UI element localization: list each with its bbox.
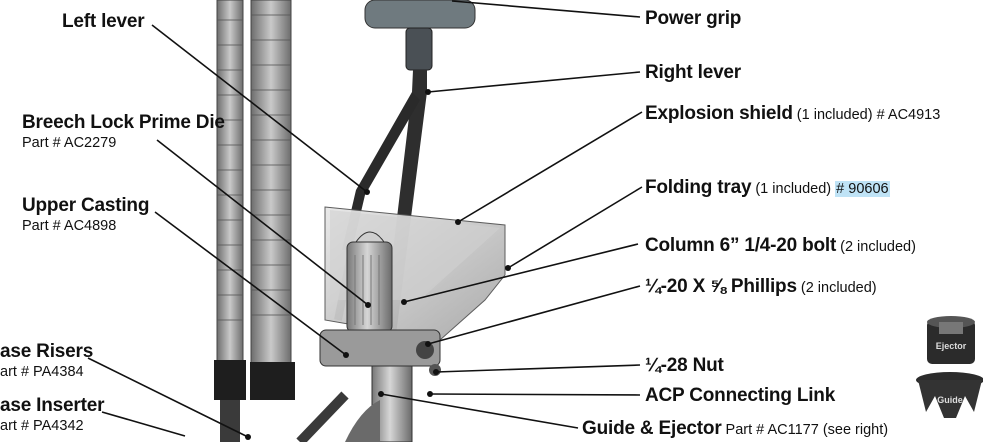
acp-link-title: ACP Connecting Link <box>645 385 836 406</box>
upper-casting-part: Part # AC4898 <box>22 218 117 234</box>
folding-tray-part: # 90606 <box>835 181 890 197</box>
case-feed-tubes <box>214 0 295 442</box>
folding-tray-title: Folding tray <box>645 177 752 198</box>
press-shaft <box>296 365 413 442</box>
case-risers-title: ase Risers <box>0 341 94 362</box>
label-nut: ¼-28 Nut <box>645 356 724 375</box>
upper-casting-title: Upper Casting <box>22 195 150 216</box>
label-folding-tray: Folding tray (1 included) # 90606 <box>645 178 890 197</box>
label-upper-casting: Upper Casting Part # AC4898 <box>22 196 149 234</box>
case-risers-part: art # PA4384 <box>0 364 84 380</box>
ejector-label: Ejector <box>936 341 967 351</box>
guide-icon: Guide <box>916 372 983 418</box>
leader-dots <box>245 89 511 440</box>
label-power-grip: Power grip <box>645 9 741 28</box>
power-grip <box>364 0 476 71</box>
label-phillips: ¼-20 X ⅝ Phillips (2 included) <box>645 277 877 296</box>
power-grip-title: Power grip <box>645 8 742 29</box>
column-bolt-title: Column 6” 1/4-20 bolt <box>645 235 837 256</box>
label-column-bolt: Column 6” 1/4-20 bolt (2 included) <box>645 236 916 255</box>
label-acp-link: ACP Connecting Link <box>645 386 835 405</box>
nut-title: ¼-28 Nut <box>645 355 724 376</box>
leader-lines <box>87 0 643 438</box>
breech-lock-part: Part # AC2279 <box>22 135 117 151</box>
label-explosion-shield: Explosion shield (1 included) # AC4913 <box>645 104 940 123</box>
explosion-shield-note: (1 included) # AC4913 <box>792 107 941 123</box>
label-case-risers: ase Risers art # PA4384 <box>0 342 93 380</box>
guide-ejector-title: Guide & Ejector <box>582 418 722 439</box>
label-case-inserter: ase Inserter art # PA4342 <box>0 396 104 434</box>
right-lever-title: Right lever <box>645 62 741 83</box>
guide-label: Guide <box>937 395 963 405</box>
guide-ejector-note: Part # AC1177 (see right) <box>721 422 889 438</box>
upper-casting <box>319 231 441 376</box>
ejector-guide-inset: Ejector Guide <box>916 316 983 418</box>
label-guide-ejector: Guide & Ejector Part # AC1177 (see right… <box>582 419 888 438</box>
phillips-note: (2 included) <box>796 280 877 296</box>
case-inserter-part: art # PA4342 <box>0 418 84 434</box>
breech-lock-title: Breech Lock Prime Die <box>22 112 225 133</box>
column-bolt-note: (2 included) <box>836 239 916 255</box>
label-right-lever: Right lever <box>645 63 741 82</box>
phillips-title: ¼-20 X ⅝ Phillips <box>645 276 797 297</box>
case-inserter-title: ase Inserter <box>0 395 105 416</box>
label-breech-lock: Breech Lock Prime Die Part # AC2279 <box>22 113 225 151</box>
folding-tray-note: (1 included) <box>751 181 836 197</box>
label-left-lever: Left lever <box>62 11 145 32</box>
explosion-shield-title: Explosion shield <box>645 103 793 124</box>
ejector-icon: Ejector <box>927 316 975 364</box>
left-lever-title: Left lever <box>62 11 145 32</box>
